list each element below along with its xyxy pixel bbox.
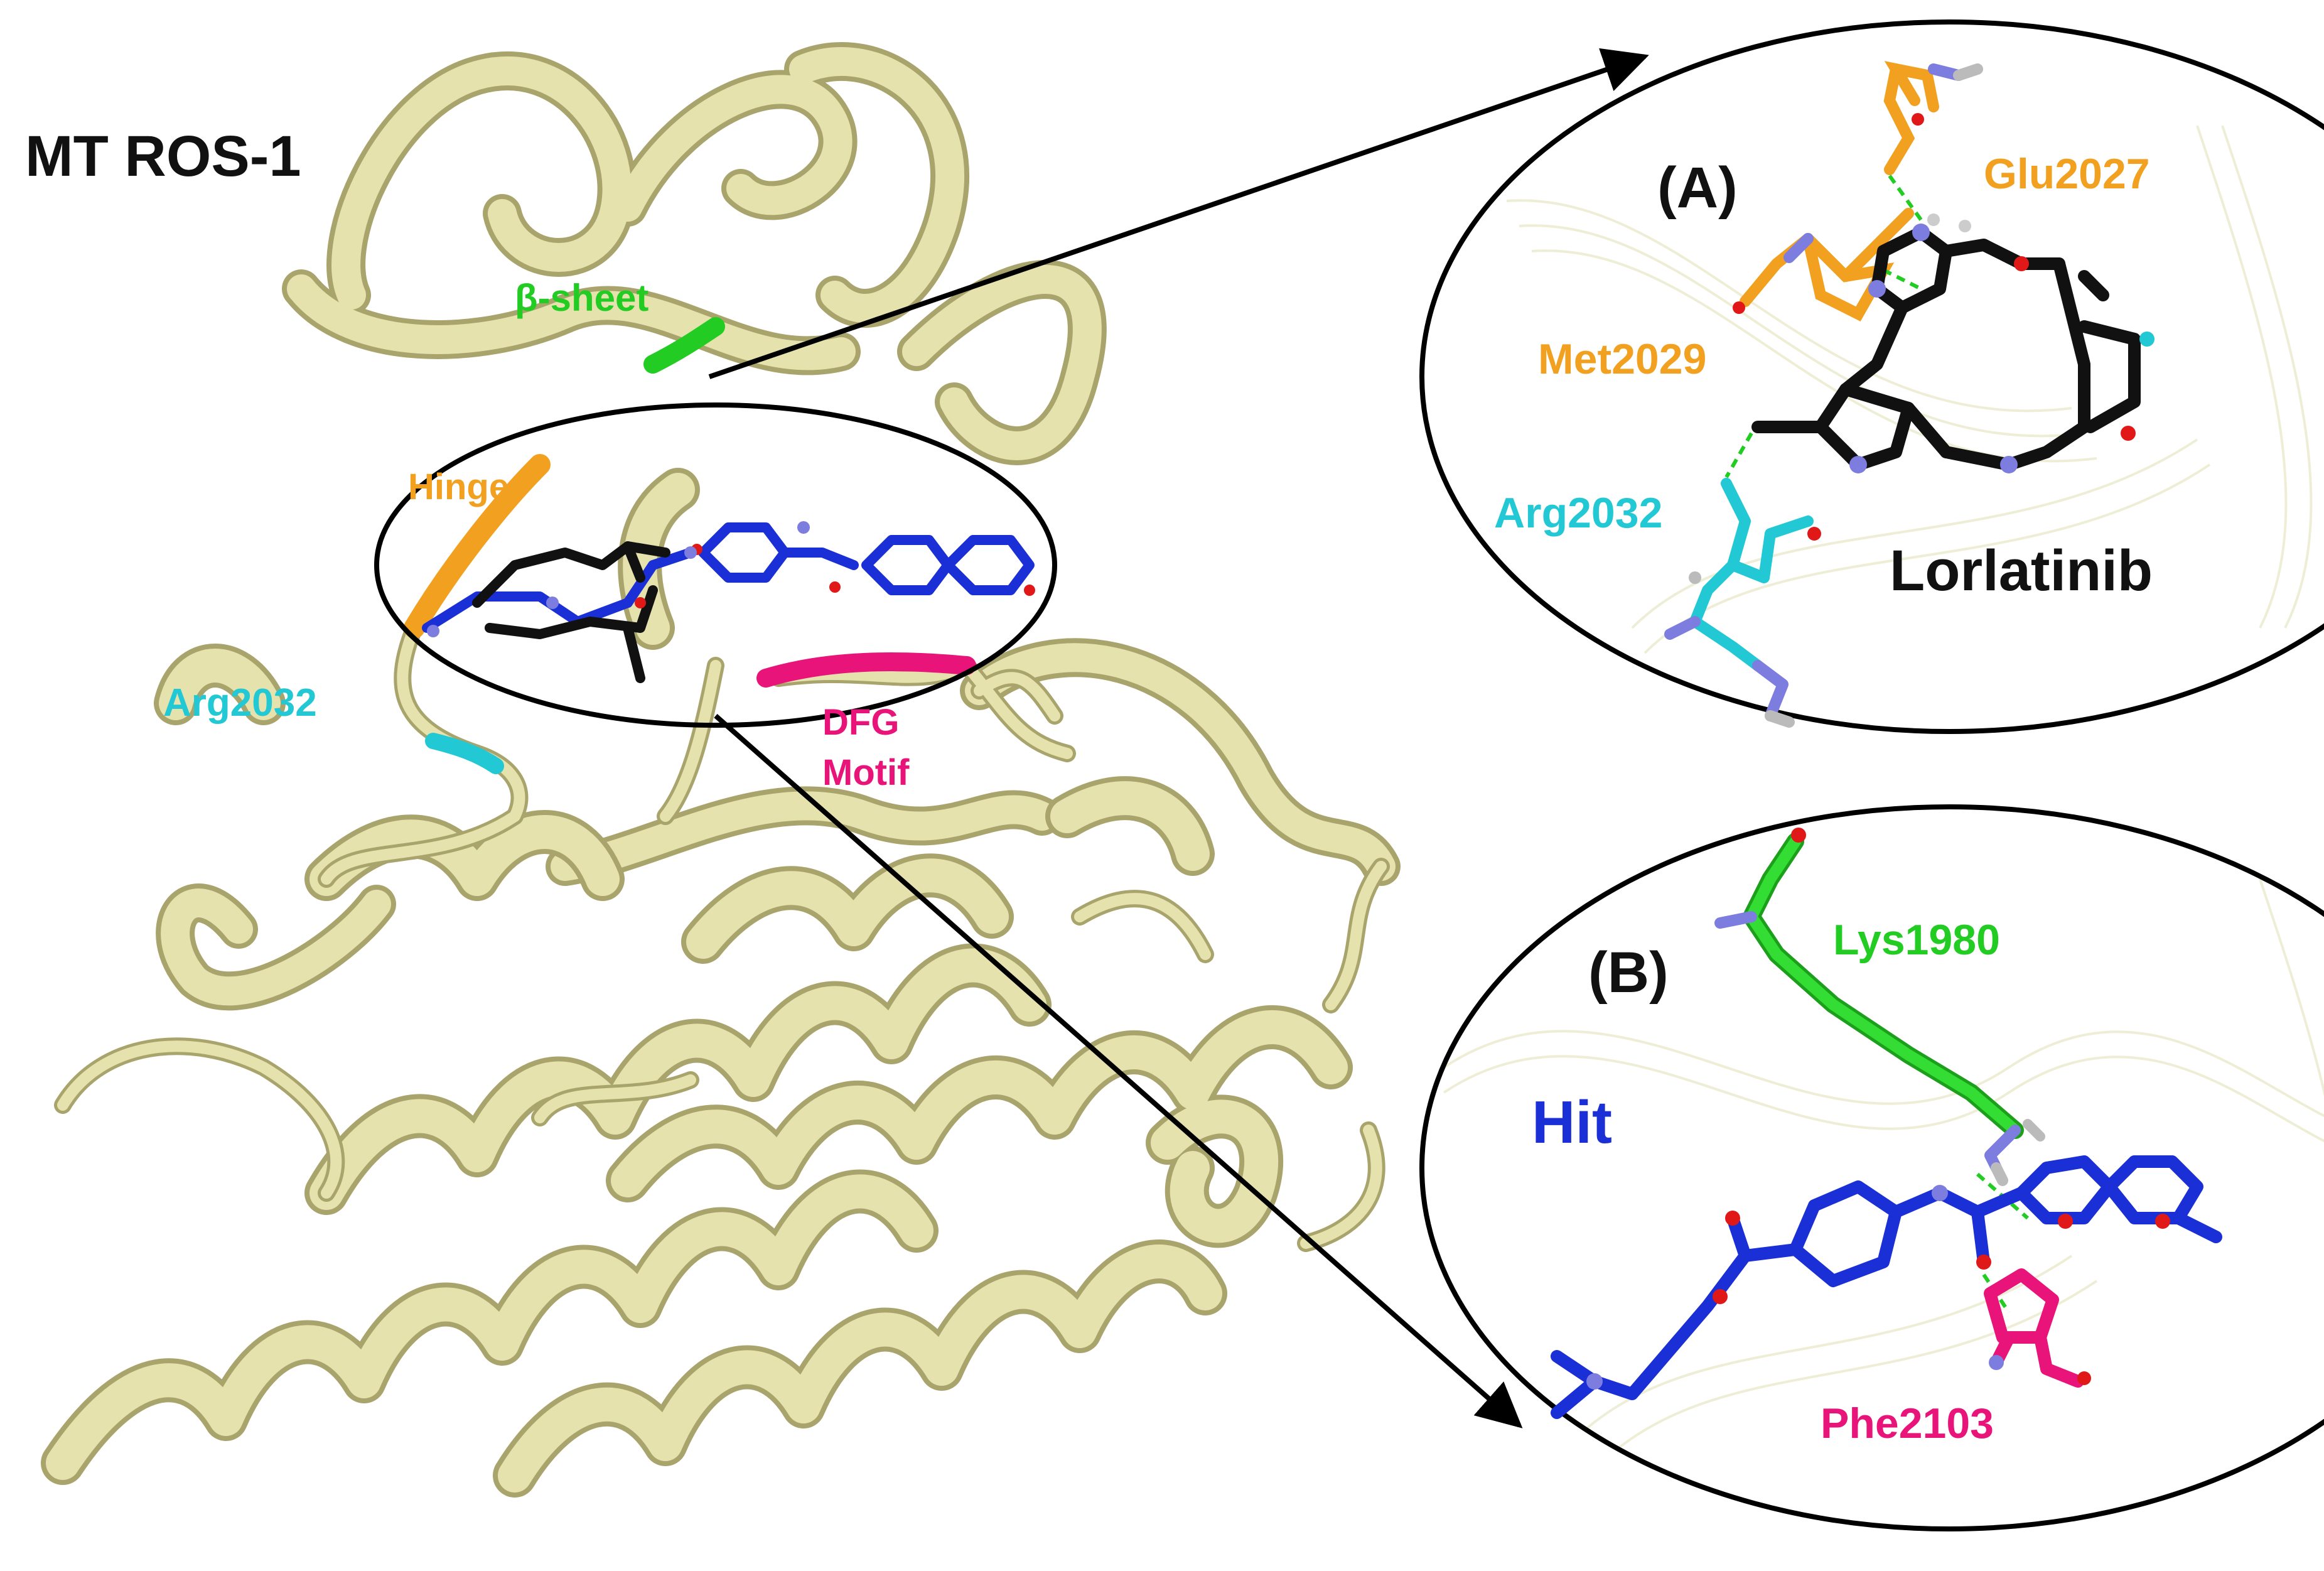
lys1980-residue [1714,828,2045,1186]
dfg-motif-segment [756,652,976,688]
motif-label: Motif [822,752,910,793]
glu2027-residue [1883,61,1983,175]
hbond-arg2032 [1724,432,1753,478]
beta-sheet-label: β-sheet [515,277,648,319]
panel-b-tag: (B) [1588,941,1669,1005]
figure-title: MT ROS-1 [25,124,301,188]
lorlatinib-label: Lorlatinib [1890,539,2153,603]
arg2032-label: Arg2032 [163,681,317,725]
panel-a-frame [1419,19,2324,734]
protein-ribbon-structure [41,42,1401,1498]
lys1980-label: Lys1980 [1833,916,2000,964]
lorlatinib-molecule [1751,226,2141,471]
binding-pocket-ellipse [374,402,1057,728]
beta-sheet-segment [643,317,725,374]
panel-a: (A) Glu2027 Met2029 Arg2032 Lorlatinib [1419,19,2324,734]
panel-b: (B) Lys1980 Hit Phe2103 [1419,804,2324,1531]
arg2032-segment [425,733,504,774]
hit-label: Hit [1532,1089,1612,1156]
hbond-met2029 [1882,268,1922,291]
met2029-label: Met2029 [1538,335,1706,383]
glu2027-label: Glu2027 [1984,150,2150,198]
zoom-arrow-to-panel-a [708,48,1649,379]
hinge-label: Hinge [408,467,509,507]
panel-b-background-ribbon [1443,878,2324,1471]
arg2032-residue [1664,478,1821,728]
panel-a-tag: (A) [1657,156,1738,220]
dfg-label: DFG [822,702,899,743]
panel-b-frame [1419,804,2324,1531]
hinge-segment [404,454,551,639]
zoom-arrow-to-panel-b [714,714,1523,1428]
pocket-ligands [422,521,1035,683]
phe2103-label: Phe2103 [1821,1400,1994,1447]
arg2032-panel-a-label: Arg2032 [1494,489,1662,537]
